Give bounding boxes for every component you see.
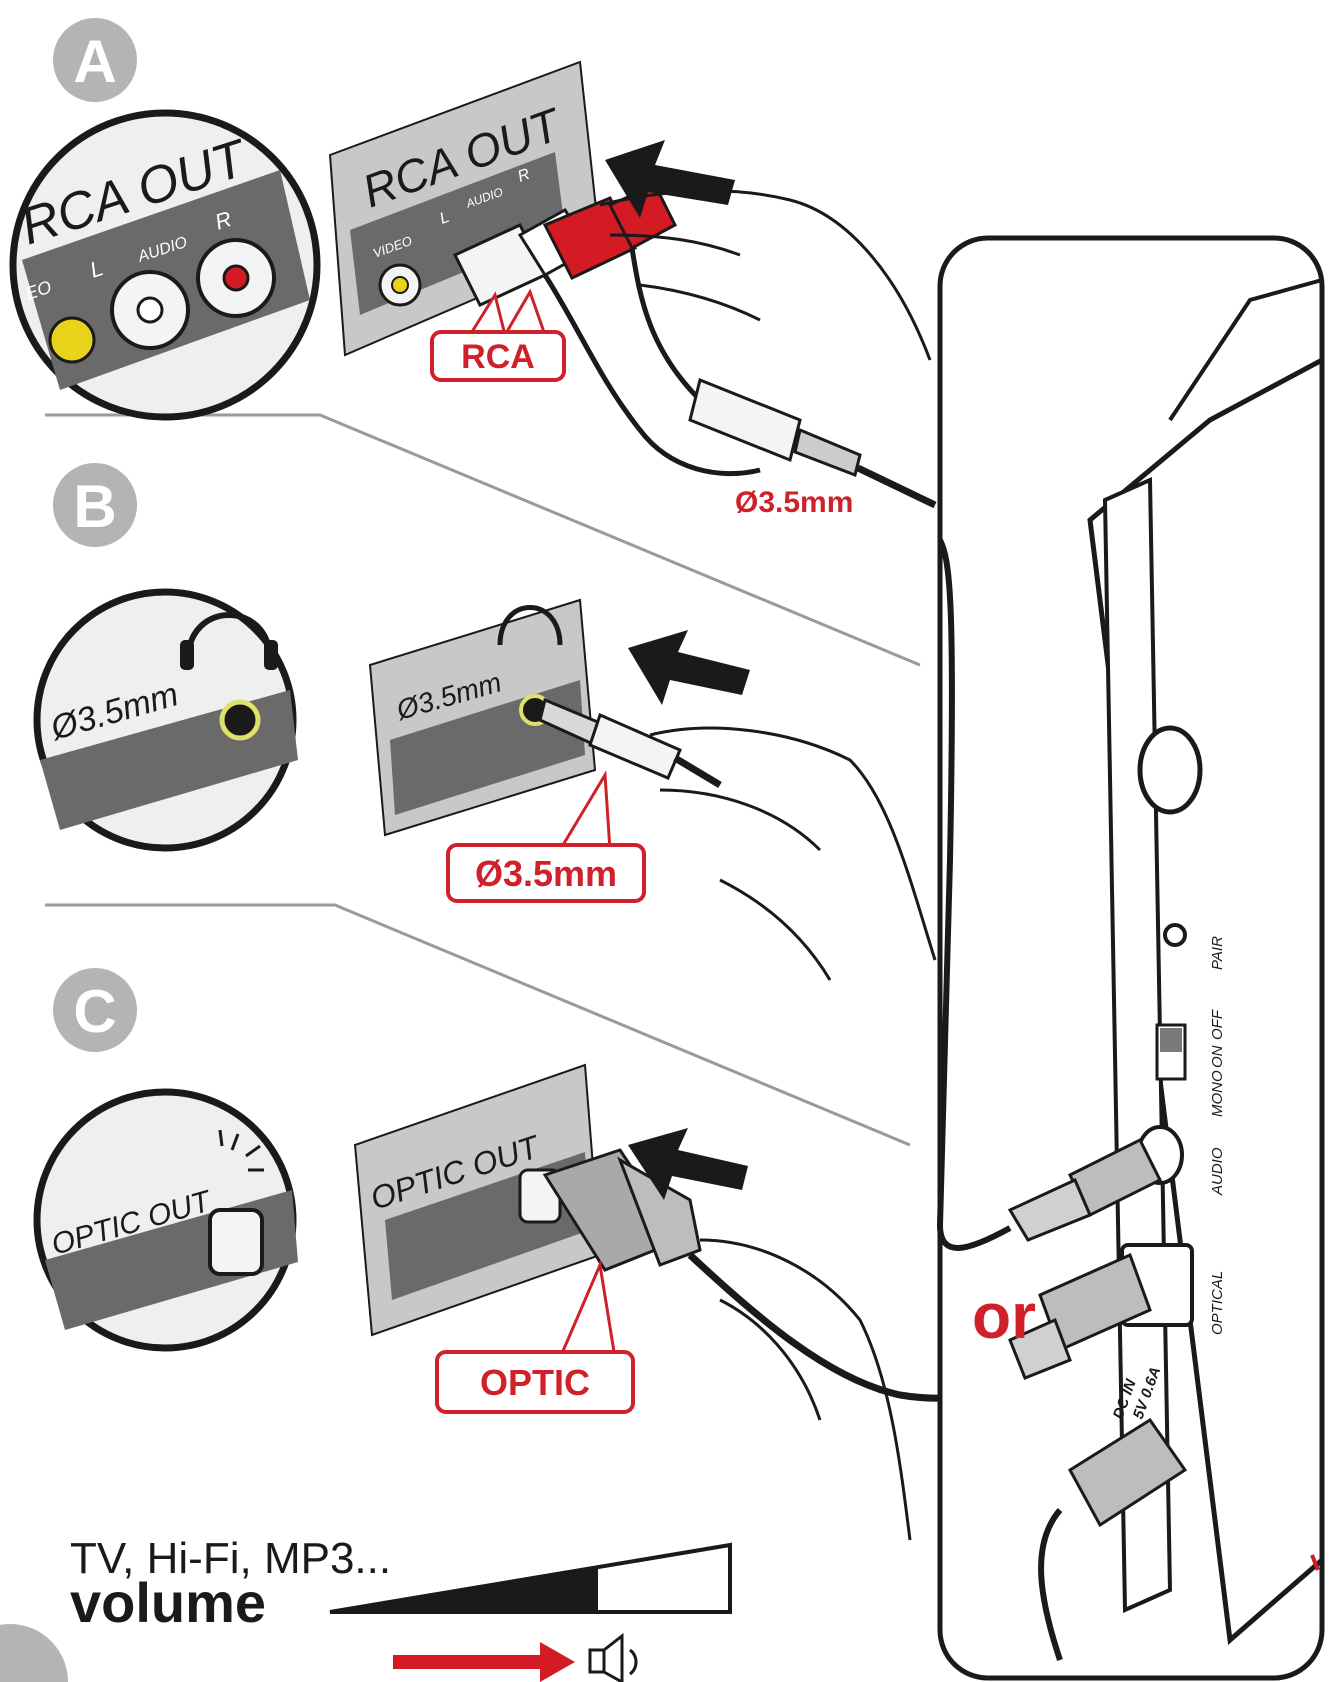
port-label-off: OFF [1209, 1009, 1226, 1040]
step-a-letter: A [73, 28, 116, 95]
step-a-panel: RCA OUT VIDEO L AUDIO R [328, 60, 602, 357]
speaker-icon [588, 1632, 638, 1682]
port-label-pair: PAIR [1209, 936, 1226, 970]
step-c-zoom: OPTIC OUT [33, 1088, 298, 1352]
mini-jack-callout-pointer [558, 770, 612, 851]
step-a: A RCA OUT EO L AUDIO R RCA OUT VIDEO L A… [9, 18, 937, 519]
hand-a [599, 189, 932, 361]
step-b-badge [53, 463, 137, 547]
zoom-jack-label-r: R [212, 206, 235, 235]
push-arrow-b [628, 630, 750, 705]
corner-badge [0, 1624, 68, 1682]
volume-direction-arrow [393, 1642, 575, 1682]
step-c-letter: C [73, 978, 116, 1045]
step-c-badge [53, 968, 137, 1052]
port-label-mono: MONO [1209, 1070, 1226, 1117]
optical-light-icon [218, 1129, 264, 1172]
panel-headphone-icon [497, 605, 563, 646]
hand-b [649, 726, 937, 961]
push-arrow-c [628, 1128, 748, 1200]
separator-line-bc [45, 903, 911, 1147]
port-label-on: ON [1209, 1045, 1226, 1068]
red-indicator [1310, 1554, 1320, 1571]
step-b-panel: Ø3.5mm [368, 598, 597, 837]
port-label-audio: AUDIO [1209, 1147, 1226, 1196]
devices-text: TV, Hi-Fi, MP3... [70, 1534, 391, 1583]
hand-c [699, 1238, 912, 1541]
mini-jack-plug [538, 697, 722, 789]
step-b: B Ø3.5mm Ø3.5mm Ø3.5mm [33, 463, 937, 981]
device-top-edge [1168, 278, 1323, 422]
zoom-jack-yellow [48, 316, 96, 364]
rca-callout-label: RCA [461, 338, 535, 376]
optic-callout-box [435, 1350, 635, 1414]
step-c-panel: OPTIC OUT [353, 1063, 602, 1337]
port-label-optical: OPTICAL [1209, 1271, 1226, 1335]
step-a-badge [53, 18, 137, 102]
step-c: C OPTIC OUT OPTIC OUT OPTIC [33, 968, 1052, 1541]
or-label: or [972, 1280, 1036, 1352]
zoom-optical-port [208, 1208, 264, 1276]
volume-text: volume [70, 1571, 266, 1634]
mini-jack-callout-label: Ø3.5mm [475, 853, 617, 894]
rca-callout-box [430, 330, 566, 382]
cable-size-label-a: Ø3.5mm [735, 486, 853, 519]
step-b-zoom: Ø3.5mm [33, 588, 298, 852]
transmitter-device: PAIR MONO ON OFF AUDIO OPTICAL DC IN 5V … [936, 235, 1325, 1681]
mini-jack-callout-box [446, 843, 646, 903]
optic-callout-pointer [558, 1259, 617, 1359]
step-a-zoom: RCA OUT EO L AUDIO R [9, 109, 321, 421]
step-b-letter: B [73, 473, 116, 540]
device-button [1137, 725, 1203, 815]
rca-plugs [452, 183, 937, 509]
pair-button [1163, 923, 1187, 947]
volume-ramp [329, 1542, 732, 1614]
optic-callout-label: OPTIC [480, 1362, 590, 1403]
zoom-headphone-jack [219, 699, 261, 741]
dc-plug [1068, 1417, 1188, 1528]
